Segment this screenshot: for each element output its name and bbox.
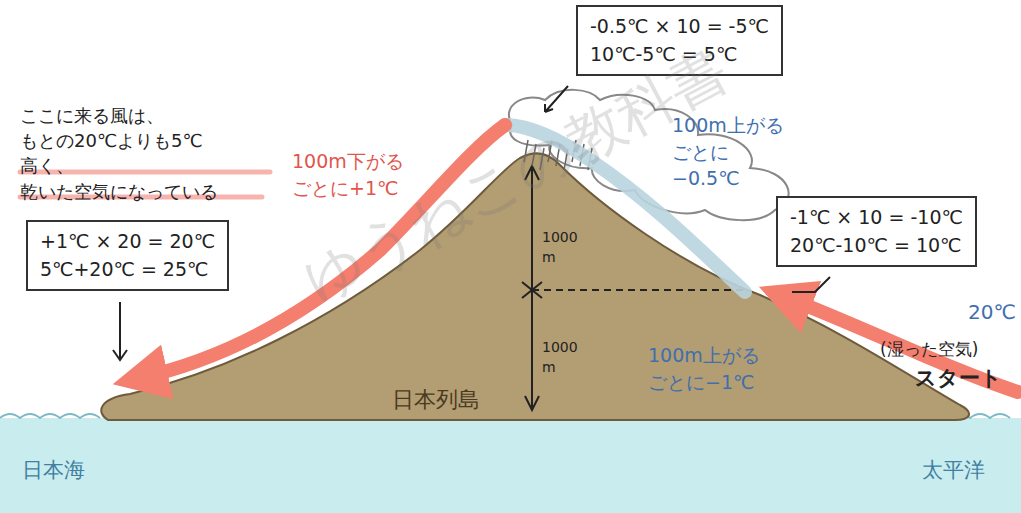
dimension-label: 1000 m xyxy=(542,338,578,377)
calculation-box: -1℃ × 10 = -10℃20℃-10℃ = 10℃ xyxy=(776,196,977,267)
calculation-text: +1℃ × 20 = 20℃ xyxy=(40,228,215,256)
calculation-text: 5℃+20℃ = 25℃ xyxy=(40,256,215,284)
calculation-text: -1℃ × 10 = -10℃ xyxy=(790,204,963,232)
air-note: (湿った空気) xyxy=(880,338,978,362)
leader-line xyxy=(113,302,127,360)
dashed-level xyxy=(532,289,748,291)
temperature-label: 20℃ xyxy=(968,298,1016,326)
calculation-text: 20℃-10℃ = 10℃ xyxy=(790,232,963,260)
place-label: 日本列島 xyxy=(392,385,480,416)
dimension-label: 1000 m xyxy=(542,228,578,267)
calculation-box: +1℃ × 20 = 20℃5℃+20℃ = 25℃ xyxy=(26,220,229,291)
rate-label: 100m上がる ごとに−1℃ xyxy=(648,342,760,395)
note-text: ここに来る風は、 もとの20℃よりも5℃高く、 乾いた空気になっている xyxy=(20,103,218,204)
sea-label: 日本海 xyxy=(22,456,85,485)
sea-label: 太平洋 xyxy=(922,456,985,485)
rate-label: 100m下がる ごとに+1℃ xyxy=(292,148,404,201)
start-label: スタート xyxy=(915,364,1002,393)
calculation-text: -0.5℃ × 10 = -5℃ xyxy=(590,13,769,41)
sea xyxy=(0,418,1021,513)
dimension-tick xyxy=(522,290,542,298)
wave-left xyxy=(0,414,100,418)
dimension-arrow xyxy=(525,396,539,410)
leader-line xyxy=(792,277,830,292)
